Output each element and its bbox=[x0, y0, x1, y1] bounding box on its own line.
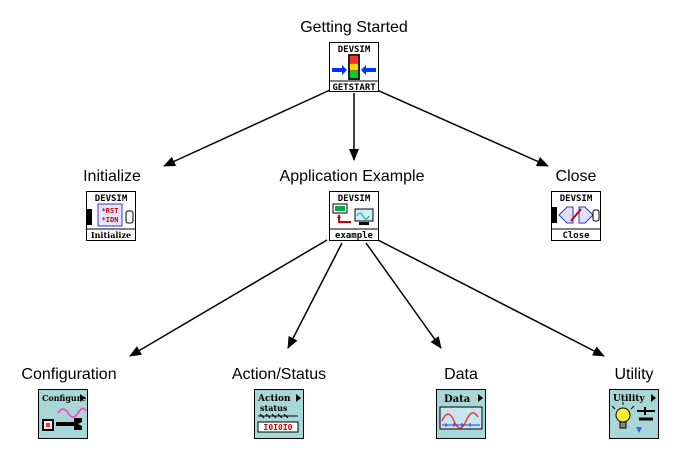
icon-bottom-text: Close bbox=[562, 231, 590, 241]
icon-top-text: DEVSIM bbox=[95, 194, 128, 204]
node-label: Data bbox=[444, 366, 478, 383]
action-status-icon[interactable]: Action status I0I0I0 bbox=[254, 389, 304, 439]
icon-title-text: Configure bbox=[42, 393, 86, 403]
initialize-icon[interactable]: DEVSIM *RST *IDN Initialize bbox=[86, 191, 136, 241]
data-waveform-icon[interactable]: Data bbox=[436, 389, 486, 439]
node-label: Initialize bbox=[83, 168, 141, 185]
node-label: Configuration bbox=[21, 366, 117, 383]
node-label: Action/Status bbox=[231, 366, 327, 383]
configure-wrench-icon[interactable]: Configure bbox=[38, 389, 88, 439]
icon-line2-text: *IDN bbox=[102, 216, 119, 224]
node-label: Utility bbox=[614, 366, 654, 383]
edge-application-example-to-configuration bbox=[129, 239, 328, 357]
svg-text:I0I0I0: I0I0I0 bbox=[264, 423, 293, 432]
edge-application-example-to-utility bbox=[377, 239, 605, 357]
edge-getting-started-to-initialize bbox=[163, 89, 331, 167]
icon-bottom-text: example bbox=[335, 231, 374, 241]
icon-sub-text: status bbox=[260, 403, 288, 413]
icon-title-text: Action bbox=[257, 394, 291, 404]
edge-application-example-to-action-status bbox=[287, 242, 343, 349]
icon-bottom-text: Initialize bbox=[91, 230, 131, 240]
node-label: Close bbox=[555, 168, 597, 185]
node-label: Getting Started bbox=[300, 19, 408, 36]
traffic-light-icon[interactable]: DEVSIM GETSTART bbox=[329, 42, 379, 92]
icon-line1-text: *RST bbox=[102, 207, 119, 215]
node-label: Application Example bbox=[279, 168, 425, 185]
icon-top-text: DEVSIM bbox=[338, 45, 371, 55]
icon-title-text: Data bbox=[444, 394, 471, 405]
lightbulb-utility-icon[interactable]: Utility bbox=[609, 389, 659, 439]
icon-top-text: DEVSIM bbox=[338, 194, 371, 204]
edge-application-example-to-data bbox=[365, 242, 442, 349]
computer-instrument-icon[interactable]: DEVSIM example bbox=[329, 191, 379, 241]
icon-top-text: DEVSIM bbox=[560, 194, 593, 204]
icon-title-text: Utility bbox=[613, 394, 645, 404]
icon-bottom-text: GETSTART bbox=[332, 83, 376, 92]
disconnect-icon[interactable]: DEVSIM Close bbox=[551, 191, 601, 241]
edge-getting-started-to-close bbox=[376, 89, 549, 167]
